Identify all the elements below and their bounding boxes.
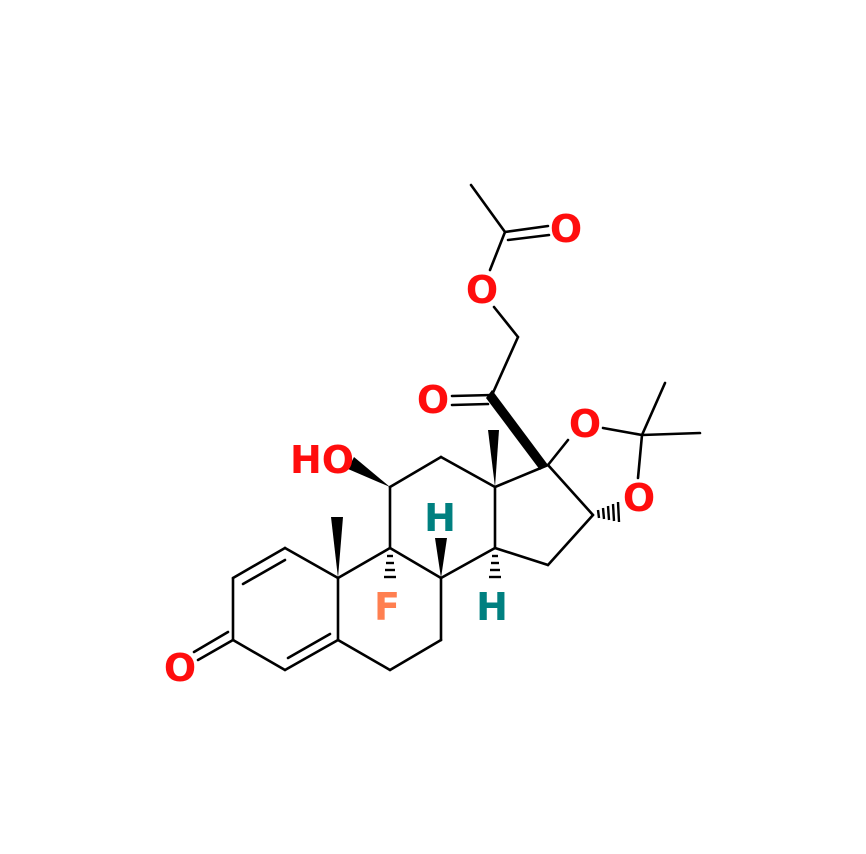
oxygen-label: O xyxy=(164,646,196,690)
oxygen-label: O xyxy=(550,207,582,251)
wedge-bond xyxy=(486,390,548,470)
oxygen-label: O xyxy=(569,402,601,446)
oxygen-label: O xyxy=(417,378,449,422)
hashed-bond xyxy=(596,501,621,523)
hydrogen-label: H xyxy=(476,585,508,629)
oxygen-label: O xyxy=(623,476,655,520)
wedge-bond xyxy=(488,430,499,487)
bonds xyxy=(192,183,702,672)
hashed-bond xyxy=(384,554,396,579)
atom-labels: O O O O O HO H H F O xyxy=(164,207,655,690)
hydrogen-label: H xyxy=(424,496,456,540)
wedge-bond xyxy=(348,457,390,487)
fluorine-label: F xyxy=(374,585,400,629)
oxygen-label: O xyxy=(466,268,498,312)
wedge-bond xyxy=(435,538,447,578)
wedge-bond xyxy=(331,517,343,578)
hashed-bond xyxy=(489,554,501,579)
hydroxyl-label: HO xyxy=(290,438,354,482)
